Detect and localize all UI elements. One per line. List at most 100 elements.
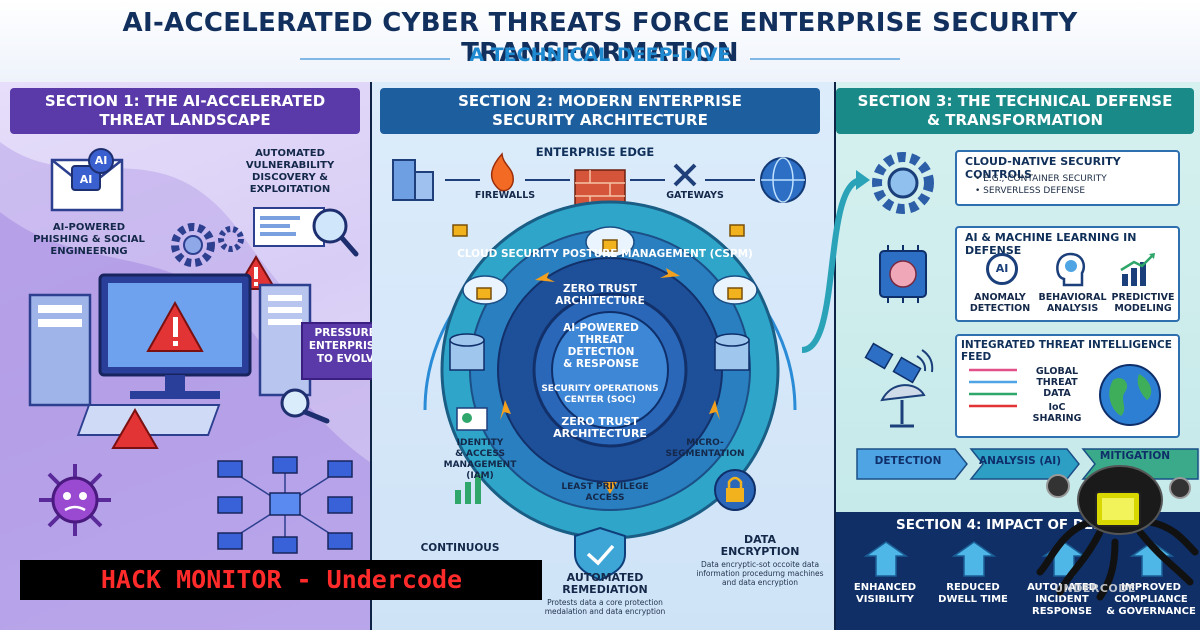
compromised-computers-icon — [28, 273, 312, 449]
iam-line1: IDENTITY — [456, 438, 504, 448]
phishing-label-line3: ENGINEERING — [50, 246, 128, 257]
incident-line2: INCIDENT — [1035, 594, 1089, 605]
anomaly-line2: DETECTION — [969, 303, 1031, 314]
dwell-line1: REDUCED — [946, 582, 1000, 593]
section2-title-line1: SECTION 2: MODERN ENTERPRISE — [458, 92, 742, 110]
hack-monitor-banner — [20, 560, 542, 600]
earth-globe-icon — [1099, 364, 1161, 426]
section2-title-line2: SECURITY ARCHITECTURE — [492, 111, 708, 129]
section1-title-line1: SECTION 1: THE AI-ACCELERATED — [44, 92, 326, 110]
magnifier-icon — [280, 388, 330, 424]
predictive-line2: MODELING — [1114, 303, 1172, 314]
iam-line3: MANAGEMENT — [443, 460, 517, 470]
architecture-diagram — [392, 152, 806, 582]
visibility-line1: ENHANCED — [853, 582, 917, 593]
ai-badge: AI — [88, 148, 114, 174]
core-line4: & RESPONSE — [563, 358, 639, 370]
octopus-hacker-logo-icon — [1036, 465, 1199, 601]
core-line3: DETECTION — [567, 346, 635, 358]
section1-title-bar — [10, 88, 360, 134]
section1-title-line2: THREAT LANDSCAPE — [99, 111, 271, 129]
cloud-native-box — [955, 150, 1180, 206]
firewalls-label: FIREWALLS — [474, 190, 536, 201]
encryption-desc1: Data encryptic-sot occoite data — [700, 560, 820, 569]
phishing-label-line2: PHISHING & SOCIAL — [33, 234, 145, 245]
continuous-label: CONTINUOUS — [420, 542, 500, 554]
vulnerability-scan-icon — [253, 207, 359, 257]
zta-bottom-label: ZERO TRUST ARCHITECTURE — [553, 415, 647, 440]
global-line2: THREAT DATA — [1036, 377, 1078, 399]
encryption-line2: ENCRYPTION — [720, 545, 800, 558]
visibility-line2: VISIBILITY — [856, 594, 914, 605]
header — [0, 0, 1200, 82]
vuln-label-line3: DISCOVERY & — [252, 172, 328, 183]
soc-line1: SECURITY OPERATIONS — [541, 384, 659, 394]
encryption-line1: DATA — [744, 533, 776, 546]
section3-title-bar — [836, 88, 1194, 134]
enterprise-edge-label: ENTERPRISE EDGE — [535, 145, 655, 159]
pressures-label-line2: ENTERPRISES — [308, 340, 390, 352]
predictive-chart-icon — [1120, 253, 1155, 286]
gear-icon — [872, 152, 934, 214]
section3-title-line2: & TRANSFORMATION — [926, 111, 1104, 129]
behavioral-line1: BEHAVIORAL — [1038, 292, 1107, 303]
virus-icon — [39, 464, 111, 536]
pressures-label-line3: TO EVOLVE — [316, 353, 382, 365]
gears-icon — [171, 223, 244, 267]
flow-mitigation: MITIGATION — [1099, 450, 1171, 462]
hack-monitor-text: HACK MONITOR - Undercode — [100, 565, 463, 594]
remediation-line1: AUTOMATED — [566, 571, 644, 584]
ml-ai-badge: AI — [986, 253, 1018, 285]
section2-title-bar — [380, 88, 820, 134]
behavioral-line2: ANALYSIS — [1046, 303, 1099, 314]
lpa-line1: LEAST PRIVILEGE — [561, 482, 649, 492]
section2-to-section3-connector — [801, 170, 870, 353]
subtitle-rule-left — [300, 58, 450, 60]
cloud-native-bullet1: • E.G., CONTAINER SECURITY — [975, 174, 1107, 184]
response-flow — [856, 448, 1199, 480]
compliance-line2: COMPLIANCE — [1114, 594, 1188, 605]
micro-line2: SEGMENTATION — [665, 449, 745, 459]
subtitle-rule-right — [750, 58, 900, 60]
behavioral-head-icon — [1056, 252, 1086, 287]
svg-text:AI: AI — [80, 173, 93, 186]
vuln-label-line1: AUTOMATED — [255, 148, 325, 159]
undercode-watermark: UNDERCODE — [1054, 582, 1136, 595]
compliance-line3: & GOVERNANCE — [1106, 606, 1196, 617]
zta-top-label: ZERO TRUST ARCHITECTURE — [555, 283, 645, 307]
cloud-native-bullet2: • SERVERLESS DEFENSE — [975, 186, 1086, 196]
predictive-line1: PREDICTIVE — [1111, 292, 1175, 303]
flow-analysis: ANALYSIS (AI) — [978, 455, 1062, 467]
data-stream-icon — [969, 368, 1017, 408]
flow-detection: DETECTION — [874, 455, 942, 467]
cspm-label: CLOUD SECURITY POSTURE MANAGEMENT (CSPM) — [457, 248, 753, 260]
botnet-network-icon — [217, 456, 353, 554]
anomaly-line1: ANOMALY — [974, 292, 1026, 303]
dwell-line2: DWELL TIME — [938, 594, 1008, 605]
encryption-desc3: and data encryption — [722, 578, 798, 587]
threat-intel-title: INTEGRATED THREAT INTELLIGENCE FEED — [961, 339, 1172, 363]
remediation-desc1: Protests data a core protection — [547, 598, 663, 607]
vuln-label-line4: EXPLOITATION — [249, 184, 331, 195]
gateways-label: GATEWAYS — [666, 190, 724, 201]
micro-line1: MICRO- — [686, 438, 724, 448]
section3-title-line1: SECTION 3: THE TECHNICAL DEFENSE — [857, 92, 1173, 110]
iam-line2: & ACCESS — [455, 449, 505, 459]
cloud-native-title: CLOUD-NATIVE SECURITY CONTROLS — [965, 155, 1121, 181]
remediation-desc2: medalation and data encryption — [544, 607, 666, 616]
compliance-line1: IMPROVED — [1121, 582, 1181, 593]
phishing-label-line1: AI-POWERED — [52, 222, 126, 233]
ioc-line1: IoC — [1048, 402, 1066, 413]
core-line1: AI-POWERED — [563, 322, 639, 334]
global-line1: GLOBAL — [1035, 366, 1079, 377]
buildings-icon — [392, 159, 434, 201]
ioc-line2: SHARING — [1032, 413, 1082, 424]
soc-line2: CENTER (SOC) — [564, 395, 636, 405]
lpa-line2: ACCESS — [585, 493, 625, 503]
page-title: AI-ACCELERATED CYBER THREATS FORCE ENTER… — [122, 8, 1078, 68]
pressures-label-line1: PRESSURES — [314, 327, 384, 339]
ai-chip-icon — [879, 245, 927, 303]
incident-line3: RESPONSE — [1032, 606, 1092, 617]
iam-line4: (IAM) — [466, 471, 494, 481]
remediation-line2: REMEDIATION — [562, 583, 648, 596]
